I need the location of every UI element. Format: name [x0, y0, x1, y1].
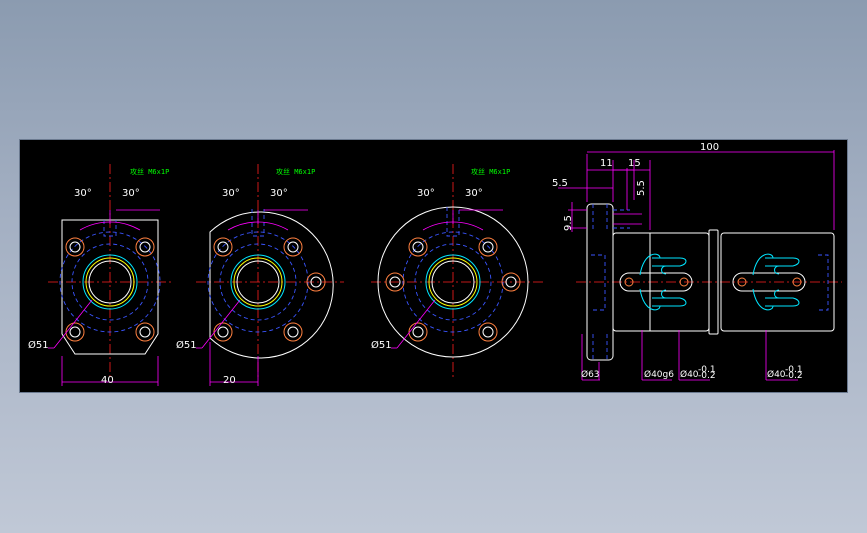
hidden-circle — [414, 243, 492, 321]
flange-bore-hidden — [591, 254, 606, 311]
bolt-holes — [385, 237, 521, 342]
cad-viewport[interactable]: 攻丝 M6x1P 30° 30° Ø51 40 攻丝 M6x1P 30° 30°… — [19, 139, 848, 393]
flange-outline — [377, 206, 529, 358]
dia-b-tol-upper: -0.1 — [785, 365, 803, 375]
hidden-circle — [219, 243, 297, 321]
tap-note-2: 攻丝 M6x1P — [276, 167, 315, 176]
thread-inner — [428, 257, 478, 307]
thread-circle — [230, 254, 286, 310]
angle-left-1: 30° — [74, 188, 92, 199]
hidden-circle — [71, 243, 149, 321]
pcd-label-1: Ø51 — [28, 339, 49, 351]
pcd-label-3: Ø51 — [371, 339, 392, 351]
overall-length-label: 100 — [700, 142, 719, 153]
bore-circle — [431, 260, 475, 304]
side-view: 100 11 15 5.5 5.5 9.5 Ø63 Ø40g6 Ø40 -0.1… — [552, 142, 842, 381]
dim-15-label: 15 — [628, 158, 641, 169]
top-dimensions — [558, 150, 835, 232]
bolt-holes — [213, 237, 326, 342]
tap-note-3: 攻丝 M6x1P — [471, 167, 510, 176]
bore-circle — [236, 260, 280, 304]
angle-right-1: 30° — [122, 188, 140, 199]
dim-11-label: 11 — [600, 158, 613, 169]
flange-outline — [61, 219, 159, 355]
cad-drawing: 攻丝 M6x1P 30° 30° Ø51 40 攻丝 M6x1P 30° 30°… — [28, 142, 842, 386]
dim-9-5-label: 9.5 — [563, 215, 574, 231]
recirculation-2 — [732, 253, 806, 311]
thread-inner — [233, 257, 283, 307]
dia-b-label: Ø40 — [767, 369, 786, 380]
width-label-1: 40 — [101, 375, 114, 386]
width-label-2: 20 — [223, 375, 236, 386]
front-view-3 — [371, 164, 545, 380]
bottom-dimensions — [581, 330, 798, 381]
angle-left-3: 30° — [417, 188, 435, 199]
tapped-hole — [103, 220, 117, 237]
dim-5-5-h-label: 5.5 — [552, 178, 568, 189]
dim-5-5-v-label: 5.5 — [636, 180, 647, 196]
pcd-label-2: Ø51 — [176, 339, 197, 351]
thread-inner — [85, 257, 135, 307]
pcd-leader — [396, 299, 436, 349]
dia-a-tol-upper: -0.1 — [698, 365, 716, 375]
dia-b-tol-lower: -0.2 — [785, 371, 803, 381]
pcd-circle — [59, 231, 161, 333]
bolt-holes — [65, 237, 155, 342]
thread-circle — [82, 254, 138, 310]
body-dia-label: Ø40g6 — [644, 369, 674, 380]
angle-right-2: 30° — [270, 188, 288, 199]
tap-note-1: 攻丝 M6x1P — [130, 167, 169, 176]
tapped-hole — [446, 207, 460, 237]
flange-outline — [209, 211, 334, 359]
pcd-circle — [402, 231, 504, 333]
pcd-leader — [53, 299, 93, 349]
side-body-2 — [720, 232, 835, 332]
dia-a-tol-lower: -0.2 — [698, 371, 716, 381]
thread-circle — [425, 254, 481, 310]
pcd-circle — [207, 231, 309, 333]
angle-left-2: 30° — [222, 188, 240, 199]
front-view-2 — [196, 164, 344, 386]
flange-dia-label: Ø63 — [581, 369, 600, 380]
angle-right-3: 30° — [465, 188, 483, 199]
dia-a-label: Ø40 — [680, 369, 699, 380]
bore-circle — [88, 260, 132, 304]
front-view-1 — [48, 164, 172, 386]
pcd-leader — [201, 299, 241, 349]
recirculation-1 — [619, 253, 693, 311]
